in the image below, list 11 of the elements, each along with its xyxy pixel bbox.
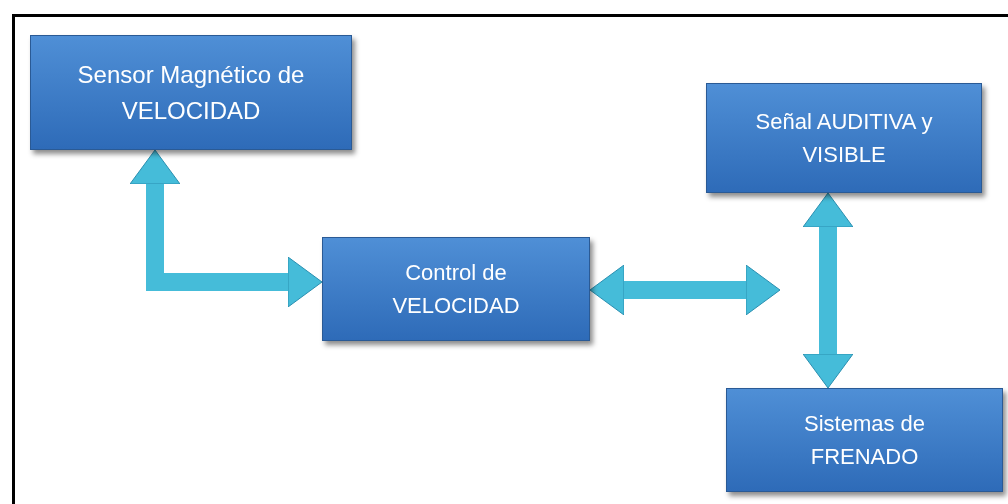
process-box [322, 237, 590, 341]
box-label: Sistemas de FRENADO [802, 410, 927, 471]
process-box [726, 388, 1003, 492]
box-label: Control de VELOCIDAD [391, 259, 521, 320]
process-box [30, 35, 352, 150]
box-label: Señal AUDITIVA y VISIBLE [754, 108, 934, 169]
block-arrow [129, 149, 323, 308]
process-box [706, 83, 982, 193]
box-label: Sensor Magnético de VELOCIDAD [76, 59, 306, 126]
block-arrow [802, 192, 854, 389]
block-arrow [589, 264, 781, 316]
